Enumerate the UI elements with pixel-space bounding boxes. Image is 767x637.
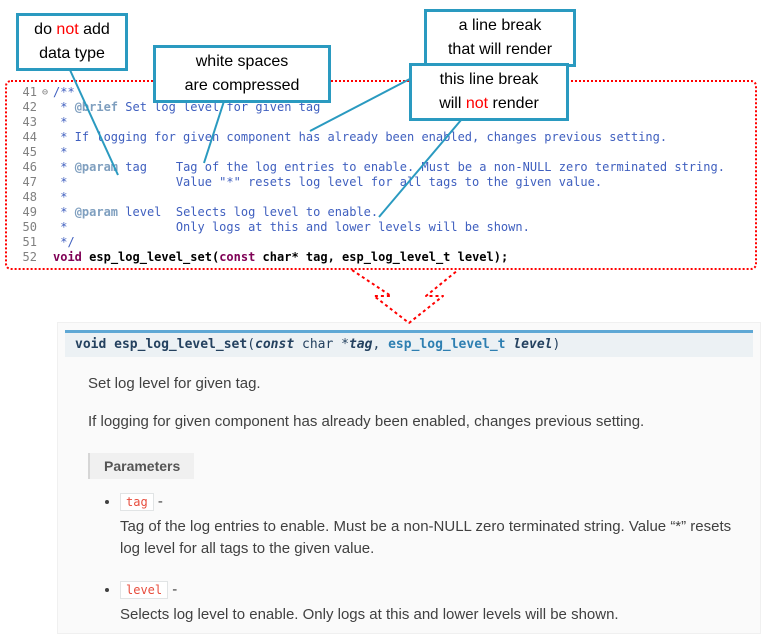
- param-dash: -: [153, 492, 163, 510]
- callout-text-red: not: [465, 95, 489, 112]
- fold-gutter: [37, 220, 53, 235]
- line-number: 51: [22, 235, 37, 249]
- code-text: /**: [53, 85, 75, 99]
- line-number: 43: [22, 115, 37, 129]
- code-line-44: 44 * If logging for given component has …: [9, 130, 753, 145]
- code-text: */: [53, 235, 75, 249]
- signature-return-type: void: [75, 337, 107, 352]
- line-number: 52: [22, 250, 37, 264]
- fold-gutter: [37, 115, 53, 130]
- code-text: * If logging for given component has alr…: [53, 130, 668, 144]
- code-line-51: 51 */: [9, 235, 753, 250]
- signature-arg-tag: tag: [348, 337, 373, 352]
- fold-gutter: [37, 250, 53, 265]
- signature-const-keyword: const: [255, 337, 295, 352]
- callout-text: are compressed: [184, 77, 300, 94]
- param-item-level: level - Selects log level to enable. Onl…: [120, 580, 760, 627]
- fold-gutter: [37, 205, 53, 220]
- fold-gutter: [37, 175, 53, 190]
- code-line-42: 42 * @brief Set log level for given tag: [9, 100, 753, 115]
- code-line-50: 50 * Only logs at this and lower levels …: [9, 220, 753, 235]
- code-text: *: [53, 190, 68, 204]
- code-text: * Value "*" resets log level for all tag…: [53, 175, 603, 189]
- signature-text: char *: [294, 337, 349, 352]
- callout-text: add: [78, 21, 110, 38]
- callout-text-red: not: [56, 21, 79, 38]
- param-dash: -: [168, 580, 178, 598]
- callout-text: render: [488, 95, 539, 112]
- down-arrow-icon: [351, 269, 459, 324]
- callout-text: that will render: [447, 41, 553, 58]
- signature-arg-level: level: [513, 337, 553, 352]
- param-item-tag: tag - Tag of the log entries to enable. …: [120, 492, 760, 561]
- code-line-48: 48 *: [9, 190, 753, 205]
- line-number: 49: [22, 205, 37, 219]
- rendered-docs-panel: void esp_log_level_set(const char *tag, …: [57, 322, 761, 634]
- code-text: * Only logs at this and lower levels wil…: [53, 220, 530, 234]
- signature-function-name: esp_log_level_set: [114, 337, 248, 352]
- callout-text: a line break: [458, 17, 542, 34]
- callout-no-datatype: do not add data type: [16, 13, 128, 71]
- line-number: 47: [22, 175, 37, 189]
- fold-gutter: [37, 130, 53, 145]
- code-line-45: 45 *: [9, 145, 753, 160]
- callout-text: will: [439, 95, 466, 112]
- line-number: 46: [22, 160, 37, 174]
- line-number: 50: [22, 220, 37, 234]
- callout-whitespace-compressed: white spaces are compressed: [153, 45, 331, 103]
- line-number: 42: [22, 100, 37, 114]
- code-line-52: 52 void esp_log_level_set(const char* tag…: [9, 250, 753, 265]
- param-description: Tag of the log entries to enable. Must b…: [120, 517, 732, 558]
- signature-type-link[interactable]: esp_log_level_t: [388, 337, 506, 352]
- code-text: void esp_log_level_set(const char* tag, …: [53, 250, 509, 264]
- signature-text: [106, 337, 114, 352]
- signature-text: ,: [372, 337, 389, 352]
- line-number: 44: [22, 130, 37, 144]
- code-line-41: 41 ⊖ /**: [9, 85, 753, 100]
- code-line-43: 43 *: [9, 115, 753, 130]
- fold-gutter: [37, 145, 53, 160]
- parameters-label: Parameters: [88, 452, 195, 479]
- callout-text: white spaces: [195, 53, 289, 70]
- code-lines: 41 ⊖ /**42 * @brief Set log level for give…: [9, 85, 753, 265]
- code-text: *: [53, 145, 68, 159]
- fold-gutter: [37, 235, 53, 250]
- param-description: Selects log level to enable. Only logs a…: [120, 605, 619, 623]
- param-name-chip: level: [120, 580, 169, 599]
- doc-brief-paragraph: Set log level for given tag.: [88, 375, 261, 392]
- param-name-chip: tag: [120, 492, 154, 511]
- code-text: *: [53, 115, 68, 129]
- code-line-47: 47 * Value "*" resets log level for all …: [9, 175, 753, 190]
- fold-collapse-icon[interactable]: ⊖: [41, 87, 49, 98]
- callout-text: this line break: [439, 71, 539, 88]
- signature-text: (: [247, 337, 256, 352]
- callout-text: data type: [39, 45, 105, 62]
- fold-gutter: [37, 100, 53, 115]
- function-signature: void esp_log_level_set(const char *tag, …: [65, 330, 753, 357]
- code-editor-snippet: 41 ⊖ /**42 * @brief Set log level for give…: [5, 80, 757, 270]
- code-line-46: 46 * @param tag Tag of the log entries t…: [9, 160, 753, 175]
- code-text: * @param tag Tag of the log entries to e…: [53, 160, 725, 174]
- doc-detail-paragraph: If logging for given component has alrea…: [88, 412, 645, 430]
- callout-linebreak-renders: a line break that will render: [424, 9, 576, 67]
- line-number: 45: [22, 145, 37, 159]
- line-number: 48: [22, 190, 37, 204]
- fold-gutter: [37, 190, 53, 205]
- param-list: tag - Tag of the log entries to enable. …: [120, 492, 760, 627]
- line-number: 41: [22, 85, 37, 99]
- code-line-49: 49 * @param level Selects log level to e…: [9, 205, 753, 220]
- callout-linebreak-not-render: this line break will not render: [409, 63, 569, 121]
- fold-gutter: [37, 160, 53, 175]
- callout-text: do: [34, 21, 57, 38]
- signature-text: ): [552, 337, 561, 352]
- code-text: * @param level Selects log level to enab…: [53, 205, 379, 219]
